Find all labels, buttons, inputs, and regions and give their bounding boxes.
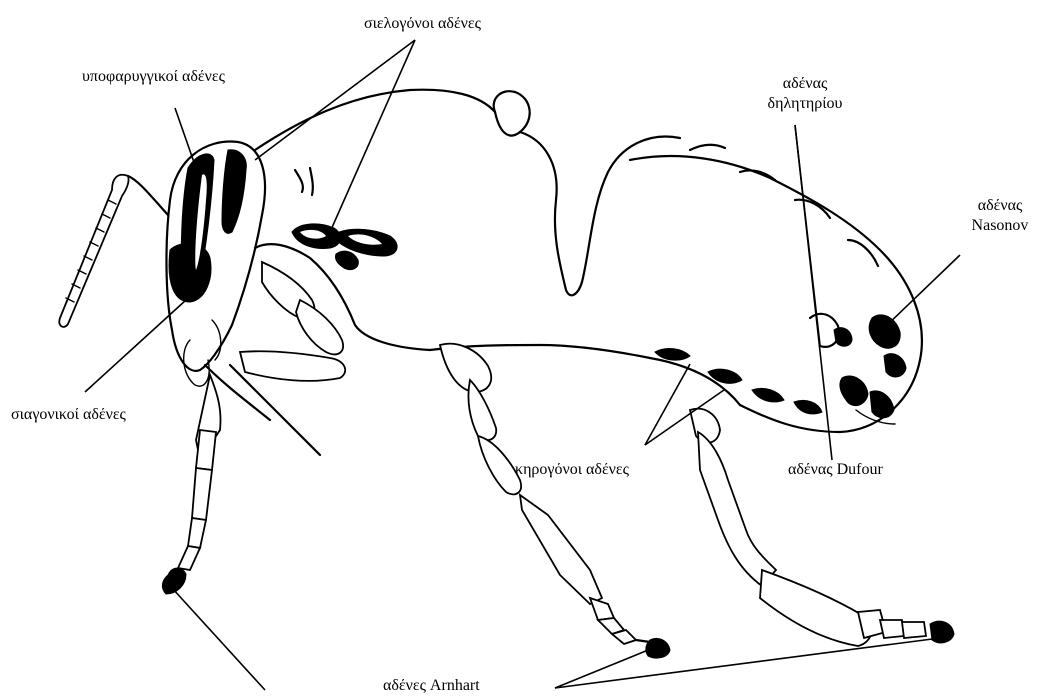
wax-gland <box>794 400 822 413</box>
label-venom-gland-line1: αδένας <box>750 74 860 94</box>
foreleg <box>162 262 345 594</box>
abdomen <box>630 145 922 432</box>
label-nasonov-gland-line2: Nasonov <box>950 216 1044 236</box>
nasonov-gland <box>884 354 906 377</box>
salivary-gland <box>335 251 358 269</box>
hind-leg <box>690 409 954 646</box>
nasonov-gland <box>869 315 900 348</box>
dufour-gland <box>840 376 868 406</box>
middle-leg <box>440 344 670 658</box>
label-wax-glands: κηρογόνοι αδένες <box>515 460 629 480</box>
wax-gland <box>655 349 690 361</box>
venom-gland <box>870 391 894 418</box>
label-mandibular-glands: σιαγονικοί αδένες <box>11 405 126 425</box>
label-dufour-gland: αδένας Dufour <box>788 460 883 480</box>
label-venom-gland: αδένας δηλητηρίου <box>750 74 860 114</box>
nasonov-gland <box>834 328 852 347</box>
label-hypopharyngeal-glands: υποφαρυγγικοί αδένες <box>82 67 225 87</box>
label-salivary-glands: σιελογόνοι αδένες <box>364 14 481 34</box>
hypopharyngeal-gland <box>222 150 246 234</box>
label-nasonov-gland-line1: αδένας <box>950 196 1044 216</box>
arnhart-gland <box>930 621 954 643</box>
mandibular-gland <box>169 243 211 302</box>
label-venom-gland-line2: δηλητηρίου <box>750 94 860 114</box>
label-nasonov-gland: αδένας Nasonov <box>950 196 1044 236</box>
wax-gland <box>752 388 784 401</box>
label-arnhart-glands: αδένες Arnhart <box>383 676 480 696</box>
leader-lines <box>85 40 960 690</box>
